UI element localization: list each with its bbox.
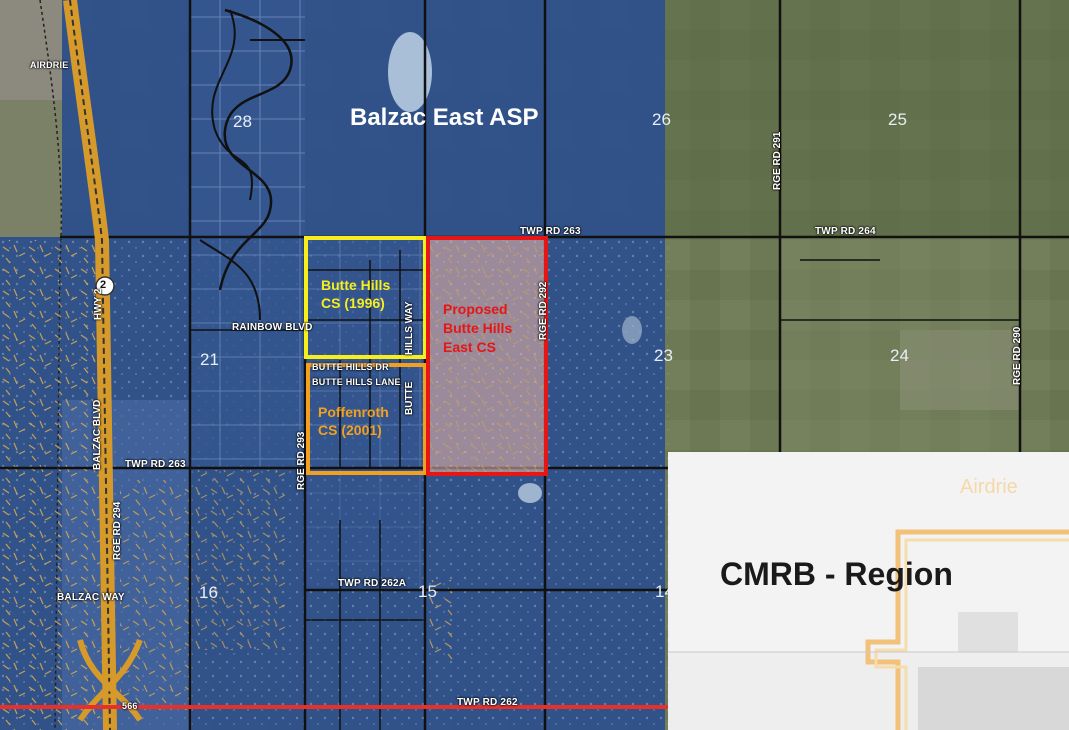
proposed-butte-hills-east-cs-outline xyxy=(426,236,548,476)
inset-title: CMRB - Region xyxy=(720,556,953,592)
butte-hills-cs-line1: Butte Hills xyxy=(321,277,391,293)
proposed-parcel-label[interactable]: Proposed Butte Hills East CS xyxy=(443,300,512,357)
inset-faded-town: Airdrie xyxy=(960,476,1018,498)
road-label-balzac-way: BALZAC WAY xyxy=(57,592,125,603)
road-label-butte: BUTTE xyxy=(404,381,415,415)
lake xyxy=(388,32,432,112)
section-26: 26 xyxy=(652,110,671,129)
section-21: 21 xyxy=(200,350,219,369)
highway-2-shield: 2 xyxy=(100,279,107,291)
asp-title: Balzac East ASP xyxy=(350,104,539,131)
section-23: 23 xyxy=(654,346,673,365)
section-16: 16 xyxy=(199,583,218,602)
section-15: 15 xyxy=(418,582,437,601)
butte-hills-cs-outline xyxy=(304,236,427,359)
section-28: 28 xyxy=(233,112,252,131)
proposed-line2: Butte Hills xyxy=(443,320,513,336)
road-label-hwy-2: HWY 2 xyxy=(93,288,104,321)
road-label-rge-294: RGE RD 294 xyxy=(112,501,123,560)
road-label-balzac-blvd: BALZAC BLVD xyxy=(92,399,103,470)
road-label-rge-293: RGE RD 293 xyxy=(296,431,307,490)
cmrb-inset xyxy=(668,452,1069,730)
butte-hills-cs-label[interactable]: Butte Hills CS (1996) xyxy=(321,276,390,312)
road-label-twp-264: TWP RD 264 xyxy=(815,226,876,237)
town-label-airdrie: AIRDRIE xyxy=(30,60,69,70)
poffenroth-cs-outline xyxy=(306,363,427,475)
road-label-twp-263: TWP RD 263 xyxy=(125,459,186,470)
road-label-butte-hills-lane: BUTTE HILLS LANE xyxy=(312,377,401,387)
poffenroth-cs-label[interactable]: Poffenroth CS (2001) xyxy=(318,403,389,439)
butte-hills-cs-line2: CS (1996) xyxy=(321,295,385,311)
proposed-line3: East CS xyxy=(443,339,496,355)
section-25: 25 xyxy=(888,110,907,129)
road-label-rge-290: RGE RD 290 xyxy=(1012,326,1023,385)
proposed-line1: Proposed xyxy=(443,301,508,317)
road-label-twp-262: TWP RD 262 xyxy=(457,697,518,708)
highway-2 xyxy=(39,0,143,730)
road-label-rainbow-blvd: RAINBOW BLVD xyxy=(232,322,313,333)
inset-map xyxy=(668,452,1069,730)
road-label-rge-292: RGE RD 292 xyxy=(538,281,549,340)
section-24: 24 xyxy=(890,346,909,365)
road-label-twp-263-top: TWP RD 263 xyxy=(520,226,581,237)
road-label-butte-hills-dr: BUTTE HILLS DR xyxy=(312,362,389,372)
road-label-rge-291: RGE RD 291 xyxy=(772,131,783,190)
poffenroth-cs-line2: CS (2001) xyxy=(318,422,382,438)
road-label-twp-262a: TWP RD 262A xyxy=(338,578,407,589)
road-label-566: 566 xyxy=(122,701,138,711)
road-label-hills-way: HILLS WAY xyxy=(404,301,415,355)
poffenroth-cs-line1: Poffenroth xyxy=(318,404,389,420)
